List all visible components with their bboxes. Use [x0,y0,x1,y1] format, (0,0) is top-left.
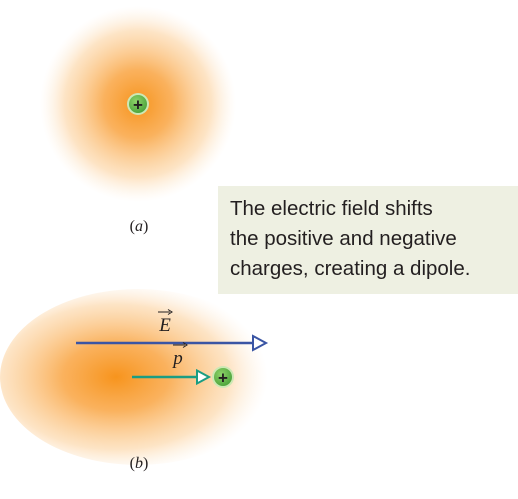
positive-charge-b: + [212,366,234,388]
panel-a-letter: a [135,218,143,235]
callout-line-1: The electric field shifts [230,194,518,224]
panel-a-atom: + [40,6,236,202]
dipole-symbol: p [171,348,183,369]
panel-b-label: (b) [119,455,159,473]
callout-line-2: the positive and negative [230,224,518,254]
positive-charge-a: + [127,93,149,115]
explanation-callout: The electric field shifts the positive a… [218,186,518,294]
field-symbol: E [158,315,171,336]
callout-line-3: charges, creating a dipole. [230,254,518,284]
panel-b-letter: b [135,455,143,472]
plus-sign-b: + [218,369,228,388]
plus-sign-a: + [133,96,143,115]
panel-a-label: (a) [119,218,159,236]
